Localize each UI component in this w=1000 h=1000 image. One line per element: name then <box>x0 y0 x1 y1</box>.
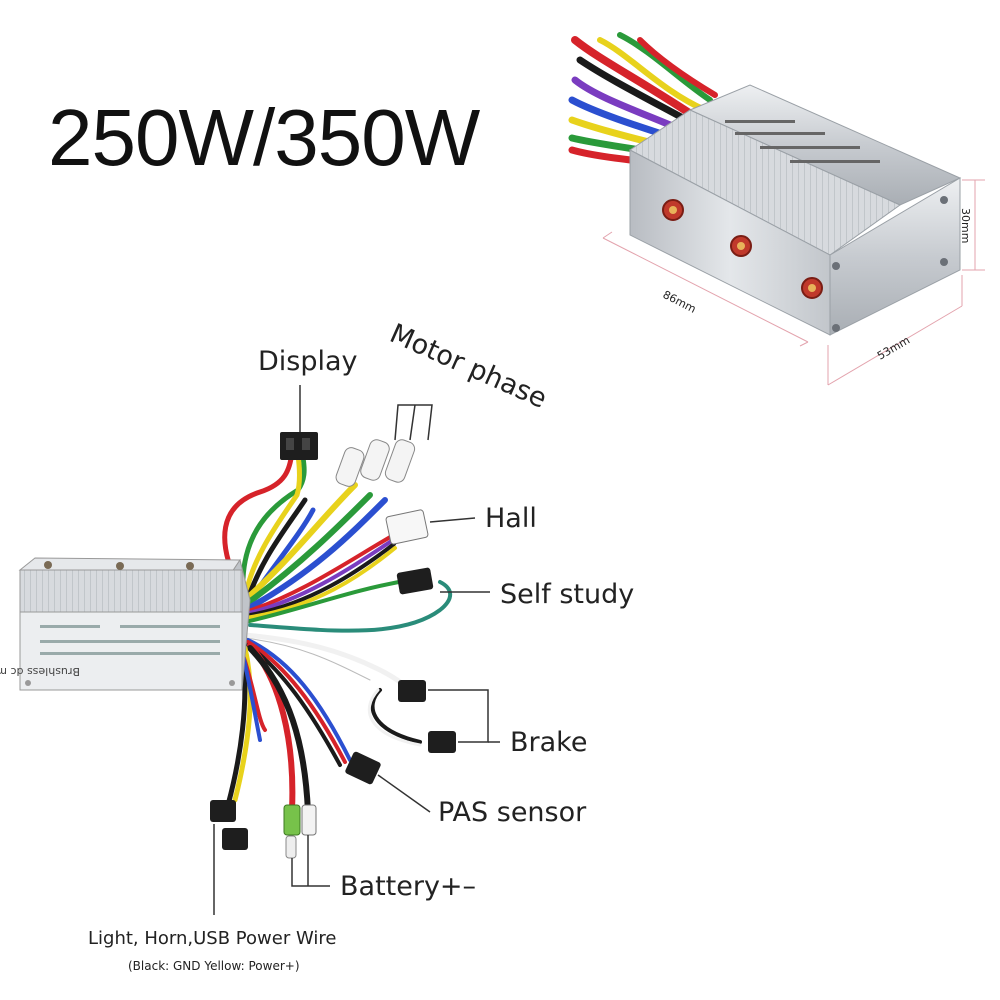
controller-photo-label <box>725 120 880 163</box>
controller-label-lines <box>40 625 220 655</box>
controller-label: Brushless dc motor controller <box>0 665 80 678</box>
label-gnd-note: (Black: GND Yellow: Power+) <box>128 959 300 973</box>
dimension-lines <box>602 179 985 386</box>
motor-phase-connectors <box>335 439 416 487</box>
label-self-study: Self study <box>500 579 634 610</box>
self-study-connector <box>396 567 434 595</box>
callout-lines <box>213 385 500 915</box>
label-display: Display <box>258 346 358 377</box>
length-dimension: 86mm <box>661 288 698 316</box>
brake-connector-1 <box>398 680 426 702</box>
connectors <box>210 432 456 859</box>
label-light-horn-usb: Light, Horn,USB Power Wire <box>88 928 336 949</box>
light-connector-1 <box>210 800 236 822</box>
screws <box>832 196 948 332</box>
label-pas-sensor: PAS sensor <box>438 797 587 828</box>
page-title: 250W/350W <box>48 93 480 182</box>
display-connector <box>280 432 318 460</box>
label-battery: Battery+– <box>340 871 476 902</box>
pas-connector <box>345 751 381 785</box>
height-dimension: 30mm <box>959 208 972 243</box>
label-motor-phase: Motor phase <box>385 318 551 415</box>
label-brake: Brake <box>510 727 587 758</box>
label-hall: Hall <box>485 503 537 534</box>
light-connector-2 <box>222 828 248 850</box>
controller-box: Brushless dc motor controller <box>0 557 251 691</box>
battery-minus-terminal <box>301 804 317 836</box>
phase-terminals <box>662 199 823 299</box>
brake-connector-2 <box>428 731 456 753</box>
hall-connector <box>385 509 429 545</box>
controller-photo: 86mm 53mm 30mm <box>568 32 985 386</box>
width-dimension: 53mm <box>875 334 912 363</box>
wires <box>222 449 453 815</box>
controller-end-face <box>829 177 961 336</box>
battery-plus-terminal <box>283 804 301 836</box>
